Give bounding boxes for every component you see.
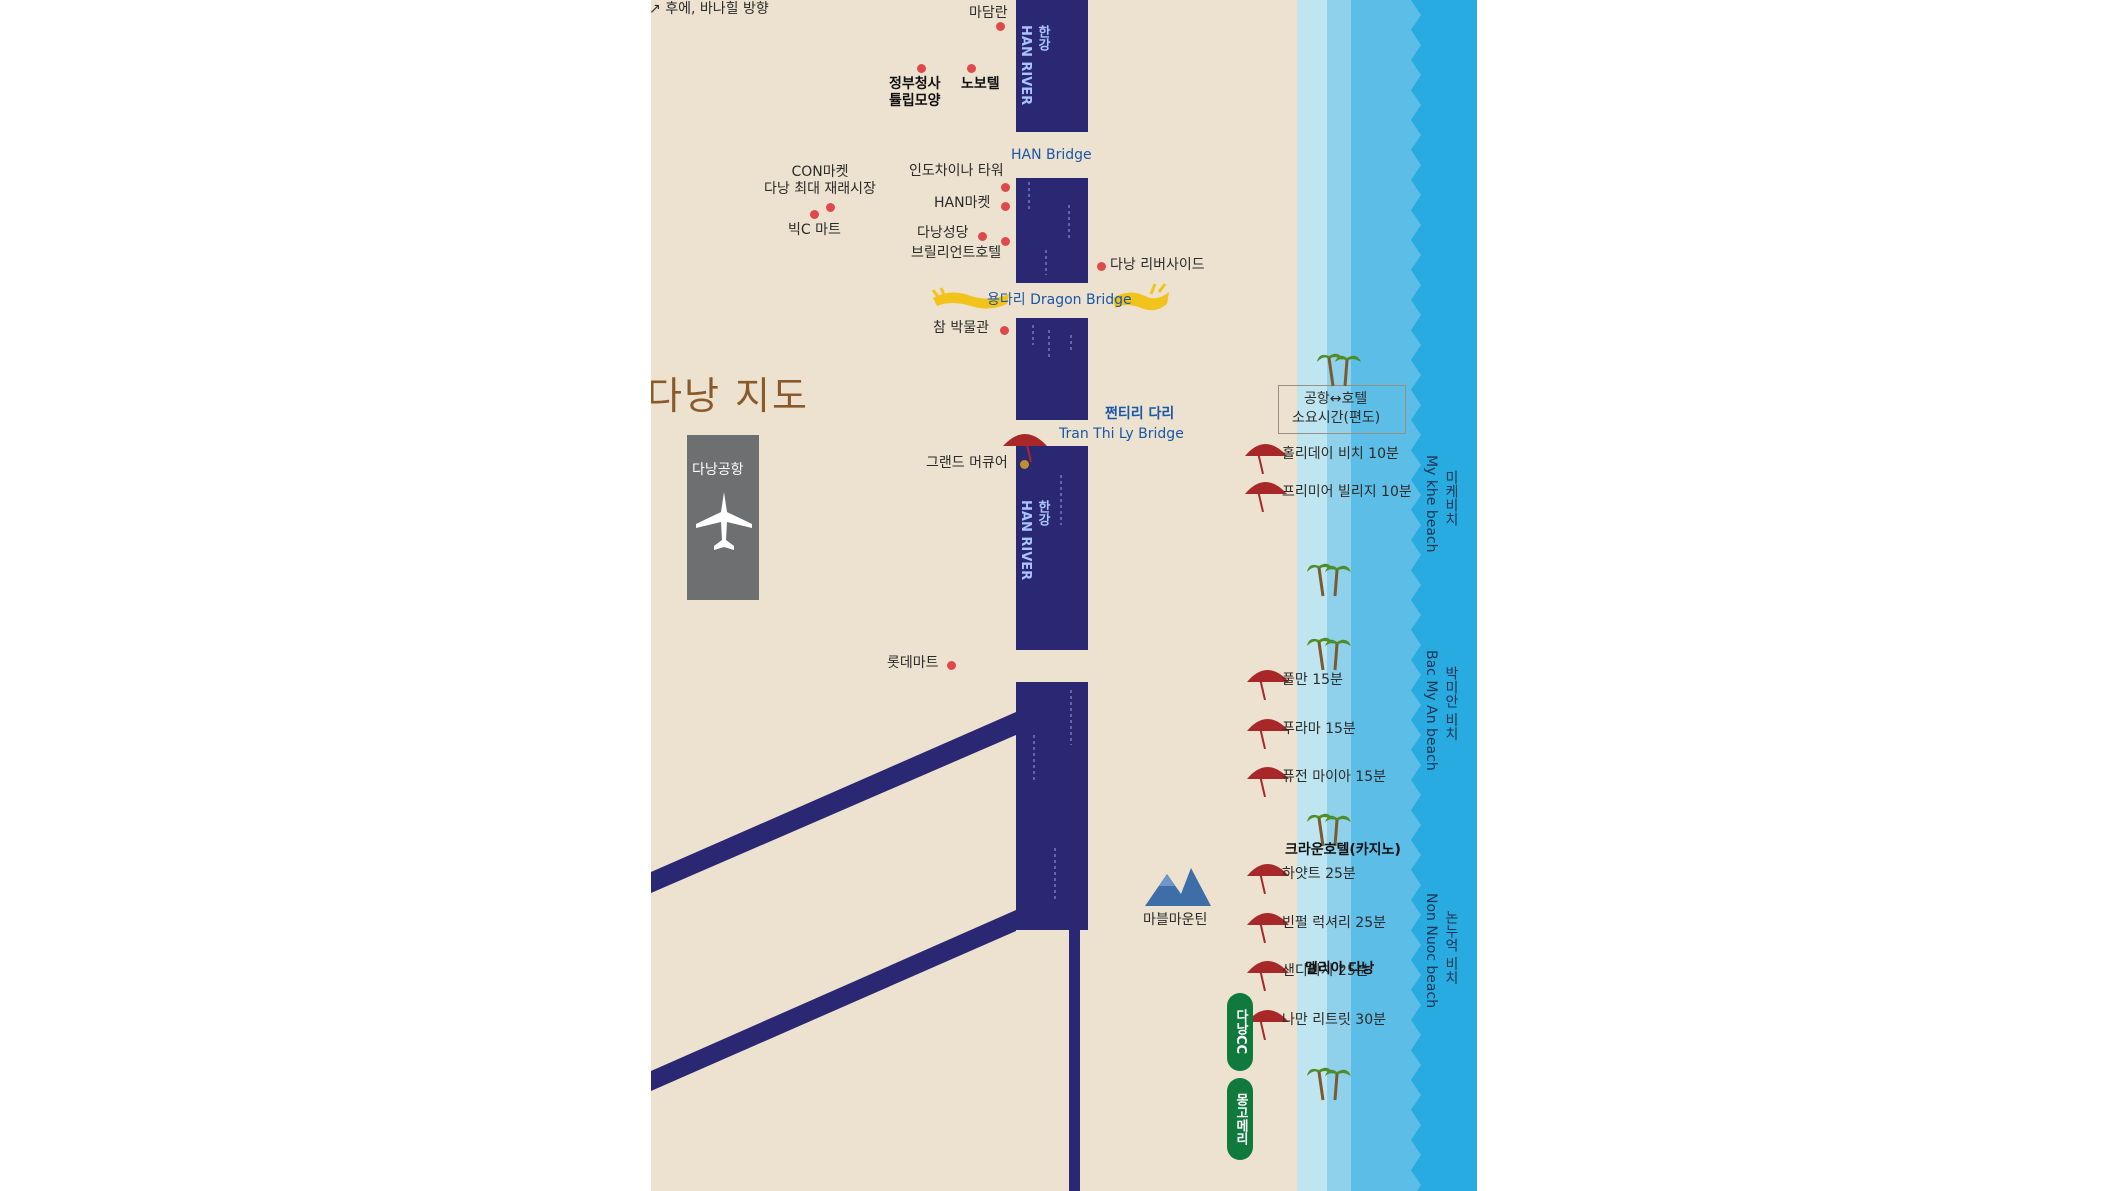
place-brilliant-hotel: 브릴리언트호텔: [911, 245, 1002, 261]
tran-thi-ly-bridge-kr: 쩐티리 다리: [1105, 406, 1175, 422]
beach-umbrella-icon: [1247, 1010, 1289, 1040]
beach-umbrella-icon: [1003, 434, 1047, 462]
beach-umbrella-icon: [1247, 864, 1289, 894]
travel-time-box: 공항↔호텔 소요시간(편도): [1278, 385, 1406, 434]
danang-map: 다낭 지도 ↗ 후에, 바나힐 방향 한강 HAN RIVER 한강 HAN R…: [651, 0, 1477, 1191]
golf-montgomerie-label: 몽고메리: [1233, 1093, 1248, 1145]
direction-note: ↗ 후에, 바나힐 방향: [651, 1, 769, 17]
golf-danang-cc: 다낭CC: [1227, 993, 1253, 1071]
place-novotel: 노보텔: [961, 76, 1000, 92]
river-name-en: HAN RIVER: [1018, 25, 1033, 106]
resort-label: 하얏트 25분: [1282, 866, 1356, 882]
time-box-line2: 소요시간(편도): [1292, 410, 1381, 426]
place-dot-icon: [810, 210, 819, 219]
palm-tree-icon: [1307, 1067, 1351, 1101]
resort-label: 홀리데이 비치 10분: [1282, 446, 1399, 462]
resort-label: 퓨전 마이아 15분: [1282, 769, 1386, 785]
place-cham-museum: 참 박물관: [933, 320, 989, 336]
palm-tree-icon: [1307, 813, 1351, 847]
place-big-c: 빅C 마트: [788, 222, 841, 238]
place-indochina-tower: 인도차이나 타워: [909, 163, 1004, 179]
beach-non-nuoc-en: Non Nuoc beach: [1423, 893, 1439, 1009]
place-madamlan: 마담란: [969, 5, 1008, 21]
place-government-office: 정부청사 튤립모양: [889, 76, 941, 109]
golf-montgomerie: 몽고메리: [1227, 1078, 1253, 1160]
resort-label: 프리미어 빌리지 10분: [1282, 484, 1412, 500]
golf-danang-cc-label: 다낭CC: [1233, 1009, 1248, 1055]
beach-my-khe-kr: 미케비치: [1443, 470, 1459, 526]
palm-tree-icon: [1307, 637, 1351, 671]
airport-label: 다낭공항: [692, 462, 744, 478]
time-box-line1: 공항↔호텔: [1304, 391, 1368, 407]
beach-my-khe-en: My khe beach: [1423, 455, 1439, 553]
place-dot-icon: [1001, 183, 1010, 192]
place-danang-riverside: 다낭 리버사이드: [1110, 257, 1205, 273]
dragon-icon: [1113, 283, 1169, 311]
beach-umbrella-icon: [1247, 767, 1289, 797]
place-han-market: HAN마켓: [934, 195, 991, 211]
dragon-icon: [931, 287, 1009, 309]
deep-sea: [1411, 0, 1477, 1191]
place-con-market: CON마켓 다낭 최대 재래시장: [764, 164, 876, 197]
place-lotte-mart: 롯데마트: [887, 655, 939, 671]
han-bridge-label: HAN Bridge: [1011, 147, 1092, 163]
landmark-melia-danang: 멜리아 다낭: [1305, 961, 1375, 977]
han-river-segment: [1016, 446, 1088, 650]
place-dot-icon: [967, 64, 976, 73]
beach-umbrella-icon: [1247, 913, 1289, 943]
map-title: 다낭 지도: [651, 374, 809, 418]
river-label-bottom: 한강: [1033, 500, 1052, 526]
han-river-segment: [1016, 682, 1088, 930]
place-dot-icon: [1000, 326, 1009, 335]
beach-bac-my-an-kr: 박미안 비치: [1443, 666, 1459, 741]
place-dot-icon: [826, 203, 835, 212]
resort-label: 빈펄 럭셔리 25분: [1282, 915, 1386, 931]
river-name-kr: 한강: [1035, 500, 1050, 526]
place-dot-icon: [947, 661, 956, 670]
beach-umbrella-icon: [1247, 719, 1289, 749]
dragon-bridge-label: 용다리 Dragon Bridge: [987, 292, 1132, 308]
river-label-top: 한강: [1033, 25, 1052, 51]
diagonal-road: [651, 910, 1016, 1091]
place-dot-icon: [996, 22, 1005, 31]
place-dot-icon: [1001, 237, 1010, 246]
palm-tree-icon: [1307, 563, 1351, 597]
airport-block: 다낭공항: [687, 435, 759, 600]
beach-umbrella-icon: [1245, 482, 1287, 512]
han-river-segment: [1016, 0, 1088, 132]
beach-umbrella-icon: [1245, 444, 1287, 474]
landmark-crown-hotel: 크라운호텔(카지노): [1285, 842, 1401, 858]
river-name-kr: 한강: [1035, 25, 1050, 51]
place-grand-mercure: 그랜드 머큐어: [926, 455, 1008, 471]
place-dot-icon: [1097, 262, 1106, 271]
resort-label: 나만 리트릿 30분: [1282, 1012, 1386, 1028]
river-name-en: HAN RIVER: [1018, 500, 1033, 581]
resort-label: 샌디비치 25분: [1282, 963, 1369, 979]
place-dot-icon: [917, 64, 926, 73]
palm-tree-icon: [1317, 353, 1361, 387]
resort-label: 풀만 15분: [1282, 672, 1343, 688]
beach-umbrella-icon: [1247, 670, 1289, 700]
place-dot-icon: [1001, 202, 1010, 211]
place-dot-icon: [978, 232, 987, 241]
river-label-bottom-en: HAN RIVER: [1018, 500, 1033, 580]
beach-umbrella-icon: [1247, 961, 1289, 991]
beach-non-nuoc-kr: 논누억 비치: [1443, 910, 1459, 985]
han-river-segment: [1016, 178, 1088, 283]
han-river-segment: [1016, 318, 1088, 420]
landmark-marble-mountain: 마블마운틴: [1143, 912, 1208, 928]
airplane-icon: [696, 492, 752, 550]
resort-label: 푸라마 15분: [1282, 721, 1356, 737]
canal: [1069, 925, 1080, 1191]
beach-bac-my-an-en: Bac My An beach: [1423, 650, 1439, 771]
place-dot-icon: [1020, 460, 1029, 469]
direction-text: 후에, 바나힐 방향: [665, 1, 769, 17]
tran-thi-ly-bridge-en: Tran Thi Ly Bridge: [1059, 426, 1184, 442]
mountain-icon: [1145, 868, 1211, 906]
river-label-top-en: HAN RIVER: [1018, 25, 1033, 105]
diagonal-road: [651, 712, 1016, 893]
place-danang-cathedral: 다낭성당: [917, 225, 969, 241]
